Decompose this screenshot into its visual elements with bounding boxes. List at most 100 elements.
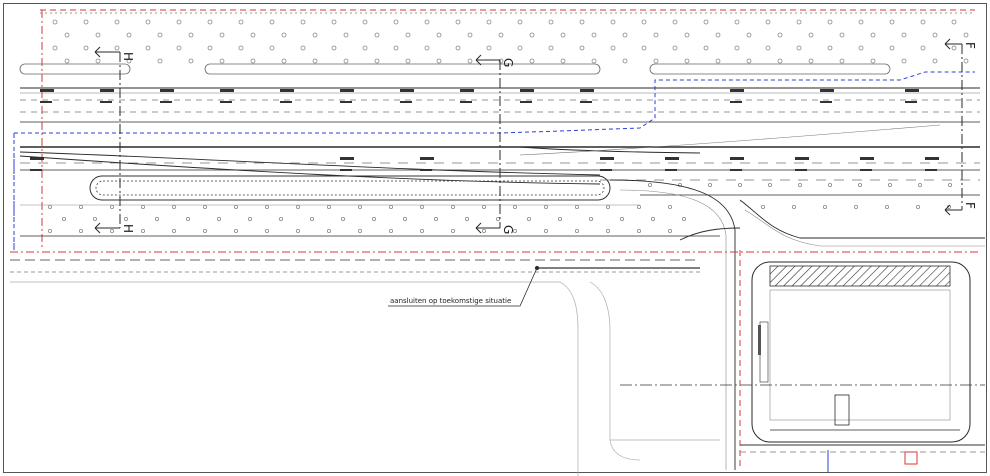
tree-symbol: [648, 182, 653, 187]
tree-symbol: [858, 182, 863, 187]
tree-symbol: [889, 45, 895, 51]
tree-symbol: [207, 19, 213, 25]
lane-marking: [340, 101, 352, 103]
tree-symbol: [467, 58, 473, 64]
tree-symbol: [362, 19, 368, 25]
tree-symbol: [823, 204, 828, 209]
tree-symbol: [357, 228, 362, 233]
lane-marking: [795, 169, 807, 171]
tree-symbol: [450, 228, 455, 233]
tree-symbol: [481, 228, 486, 233]
tree-symbol: [250, 58, 256, 64]
tree-symbol: [300, 45, 306, 51]
tree-symbol: [653, 58, 659, 64]
axis-line: [620, 384, 985, 453]
tree-symbol: [402, 216, 407, 221]
tree-symbol: [433, 216, 438, 221]
tree-symbol: [622, 32, 628, 38]
tree-symbol: [888, 182, 893, 187]
lane-marking: [420, 157, 434, 160]
lane-marking: [820, 101, 832, 103]
tree-symbol: [854, 204, 859, 209]
tree-symbol: [281, 58, 287, 64]
tree-symbol: [419, 204, 424, 209]
tree-symbol: [247, 216, 252, 221]
tree-symbol: [606, 228, 611, 233]
tree-symbol: [250, 32, 256, 38]
tree-symbol: [544, 204, 549, 209]
tree-symbol: [858, 45, 864, 51]
cable-route: [13, 71, 975, 250]
tree-symbol: [622, 58, 628, 64]
tree-symbol: [560, 58, 566, 64]
tree-symbol: [326, 204, 331, 209]
annotation-leader: [388, 265, 540, 307]
tree-symbol: [388, 228, 393, 233]
tree-symbol: [52, 45, 58, 51]
lane-marking: [30, 169, 42, 171]
tree-symbol: [746, 32, 752, 38]
tree-symbol: [920, 19, 926, 25]
tree-symbol: [83, 45, 89, 51]
tree-symbol: [591, 32, 597, 38]
tree-symbol: [682, 216, 687, 221]
tree-symbol: [269, 19, 275, 25]
section-letter-H-bottom: H: [121, 224, 135, 233]
tree-symbol: [678, 182, 683, 187]
tree-symbol: [124, 216, 129, 221]
tree-symbol: [207, 45, 213, 51]
tree-symbol: [188, 32, 194, 38]
tree-symbol: [95, 58, 101, 64]
lane-marking: [860, 169, 872, 171]
tree-symbol: [140, 204, 145, 209]
tree-symbol: [340, 216, 345, 221]
lane-marking: [280, 89, 294, 92]
tree-symbol: [424, 45, 430, 51]
tree-symbol: [901, 58, 907, 64]
tree-symbol: [188, 58, 194, 64]
lane-marking: [400, 89, 414, 92]
annotation-text: aansluiten op toekomstige situatie: [390, 297, 511, 305]
tree-symbol: [672, 19, 678, 25]
lane-marking: [40, 89, 54, 92]
parking-strip-top: [19, 63, 891, 75]
tree-symbol: [110, 204, 115, 209]
tree-symbol: [83, 19, 89, 25]
tree-symbol: [684, 32, 690, 38]
tree-symbol: [233, 204, 238, 209]
section-letter-F-top: F: [963, 42, 977, 49]
left-boundary: [13, 10, 43, 250]
lane-marking: [580, 89, 594, 92]
tree-symbol: [708, 182, 713, 187]
lane-marking: [600, 169, 612, 171]
tree-symbol: [455, 45, 461, 51]
tree-symbol: [326, 228, 331, 233]
tree-symbol: [419, 228, 424, 233]
tree-symbol: [62, 216, 67, 221]
tree-symbol: [185, 216, 190, 221]
tree-symbol: [808, 32, 814, 38]
tree-symbol: [579, 45, 585, 51]
tree-symbol: [154, 216, 159, 221]
tree-symbol: [48, 228, 53, 233]
tree-symbol: [544, 228, 549, 233]
future-situation-outline: [10, 281, 720, 476]
tree-symbol: [827, 19, 833, 25]
lane-marking: [340, 169, 352, 171]
tree-symbol: [436, 58, 442, 64]
tree-symbol: [715, 32, 721, 38]
top-boundary: [40, 9, 975, 14]
tree-symbol: [498, 58, 504, 64]
tree-symbol: [300, 19, 306, 25]
tree-symbol: [777, 32, 783, 38]
tree-symbol: [575, 204, 580, 209]
tree-symbol: [684, 58, 690, 64]
building-block: [751, 261, 971, 443]
tree-symbol: [703, 19, 709, 25]
lane-marking: [160, 89, 174, 92]
tree-symbol: [548, 19, 554, 25]
tree-symbol: [963, 32, 969, 38]
tree-symbol: [371, 216, 376, 221]
tree-symbol: [52, 19, 58, 25]
tree-symbol: [171, 228, 176, 233]
